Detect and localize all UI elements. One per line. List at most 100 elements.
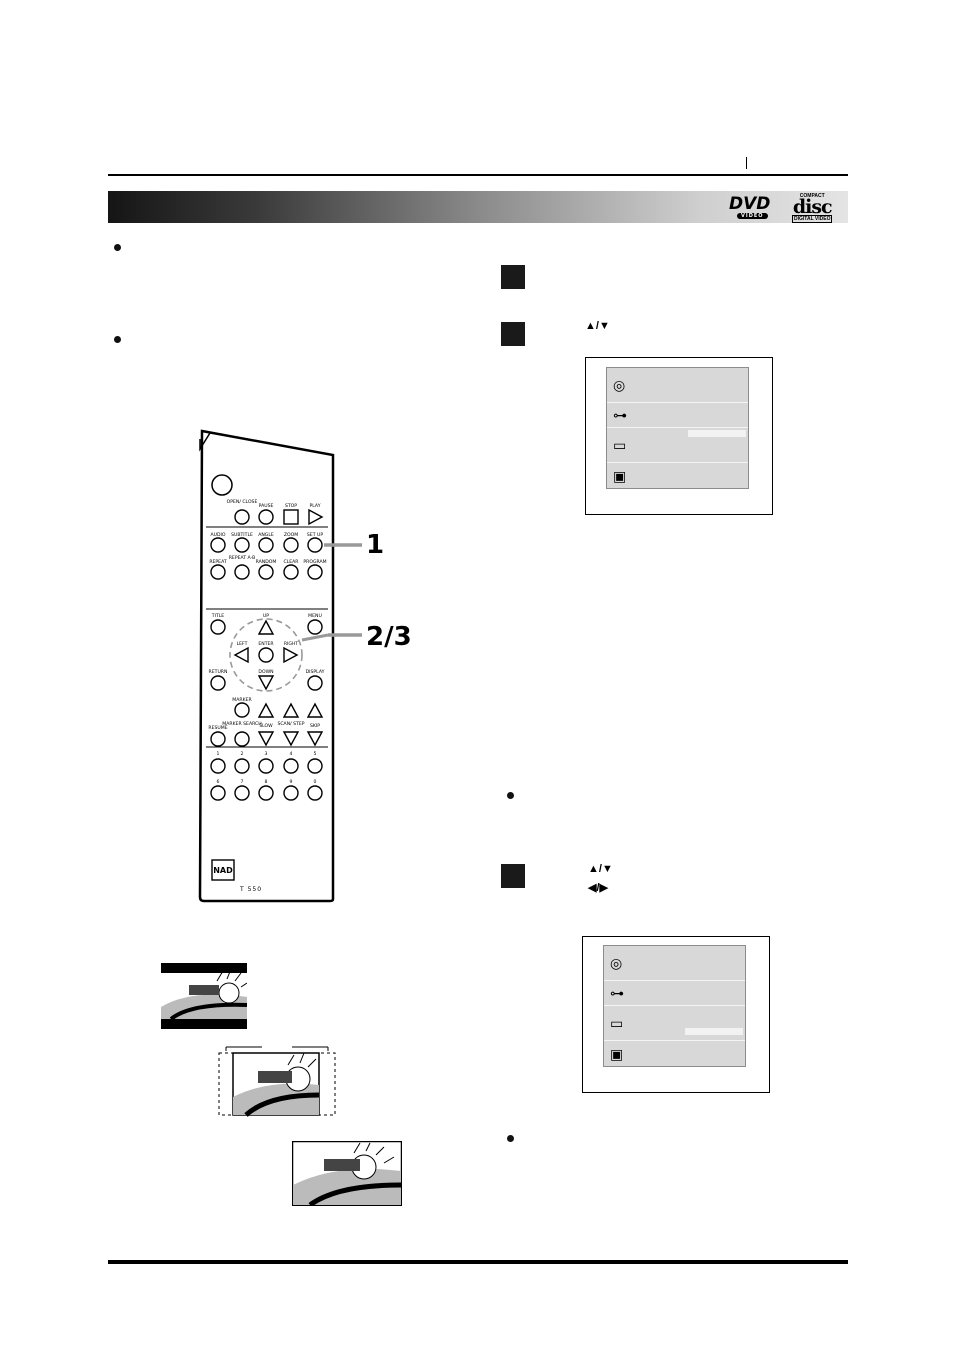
right-arrow-button[interactable] bbox=[283, 646, 299, 664]
play-button[interactable] bbox=[308, 508, 324, 526]
bullet-point bbox=[114, 336, 121, 343]
subtitle-button[interactable] bbox=[234, 537, 250, 553]
skip-down-button[interactable] bbox=[306, 731, 324, 747]
number-label: 1 bbox=[217, 751, 220, 757]
number-key-4[interactable] bbox=[283, 758, 299, 774]
scan-step-up-button[interactable] bbox=[282, 702, 300, 718]
number-key-3[interactable] bbox=[258, 758, 274, 774]
marker-button[interactable] bbox=[234, 702, 250, 718]
number-key-5[interactable] bbox=[307, 758, 323, 774]
open-close-button[interactable] bbox=[234, 509, 250, 525]
menu-row-disc[interactable]: ◎ bbox=[607, 368, 748, 403]
pan-scan-illustration bbox=[218, 1046, 336, 1117]
menu-button[interactable] bbox=[307, 619, 323, 635]
power-button[interactable] bbox=[211, 474, 233, 496]
display-button[interactable] bbox=[307, 675, 323, 691]
disc-icon: ◎ bbox=[610, 955, 623, 971]
remote-label: PLAY bbox=[309, 503, 320, 509]
number-key-0[interactable] bbox=[307, 785, 323, 801]
number-key-2[interactable] bbox=[234, 758, 250, 774]
highlight-bar bbox=[685, 1028, 743, 1035]
speaker-icon: ▣ bbox=[610, 1045, 624, 1062]
tv-icon: ▭ bbox=[610, 1015, 624, 1031]
remote-label: MARKER bbox=[232, 697, 252, 703]
stop-button[interactable] bbox=[283, 509, 299, 525]
remote-control-illustration: OPEN/ CLOSE PAUSE STOP PLAY AUDIO SUBTIT… bbox=[198, 429, 362, 903]
remote-label: MENU bbox=[308, 613, 322, 619]
title-button[interactable] bbox=[210, 619, 226, 635]
scan-step-down-button[interactable] bbox=[282, 731, 300, 747]
remote-label: REPEAT bbox=[209, 559, 227, 565]
skip-up-button[interactable] bbox=[306, 702, 324, 718]
up-arrow-button[interactable] bbox=[257, 619, 275, 635]
number-key-8[interactable] bbox=[258, 785, 274, 801]
up-down-arrows: ▲/▼ bbox=[588, 863, 613, 875]
wide-screen-illustration bbox=[292, 1141, 402, 1206]
remote-label: MARKER SEARCH bbox=[222, 721, 261, 727]
down-arrow-button[interactable] bbox=[257, 675, 275, 691]
setup-button[interactable] bbox=[307, 537, 323, 553]
remote-label: RANDOM bbox=[256, 559, 277, 565]
step-3-marker bbox=[501, 864, 525, 888]
clear-button[interactable] bbox=[283, 564, 299, 580]
menu-row-audio[interactable]: ▣ bbox=[607, 463, 748, 488]
remote-label: SUBTITLE bbox=[231, 532, 253, 538]
left-right-arrows: ◀/▶ bbox=[588, 882, 608, 894]
remote-label: PAUSE bbox=[259, 503, 274, 509]
remote-label: LEFT bbox=[237, 641, 248, 647]
remote-label: SET UP bbox=[307, 532, 323, 538]
resume-button[interactable] bbox=[210, 731, 226, 747]
return-button[interactable] bbox=[210, 675, 226, 691]
number-label: 7 bbox=[241, 779, 244, 785]
remote-label: CLEAR bbox=[283, 559, 299, 565]
callout-line bbox=[301, 633, 329, 642]
remote-label: RESUME bbox=[208, 725, 227, 731]
footer-rule bbox=[108, 1260, 848, 1264]
slow-down-button[interactable] bbox=[257, 731, 275, 747]
program-button[interactable] bbox=[307, 564, 323, 580]
menu-row-disc[interactable]: ◎ bbox=[604, 946, 745, 981]
key-icon: ⊶ bbox=[610, 985, 624, 1001]
marker-search-button[interactable] bbox=[234, 731, 250, 747]
remote-label: DISPLAY bbox=[306, 669, 325, 675]
angle-button[interactable] bbox=[258, 537, 274, 553]
pause-button[interactable] bbox=[258, 509, 274, 525]
menu-row-lock[interactable]: ⊶ bbox=[604, 981, 745, 1006]
audio-button[interactable] bbox=[210, 537, 226, 553]
number-key-7[interactable] bbox=[234, 785, 250, 801]
remote-label: ENTER bbox=[258, 641, 274, 647]
bullet-point bbox=[114, 244, 121, 251]
section-banner bbox=[108, 191, 848, 223]
bullet-point bbox=[507, 792, 514, 799]
enter-button[interactable] bbox=[258, 647, 274, 663]
setup-menu-panel: ◎ ⊶ ▭ ▣ bbox=[606, 367, 749, 489]
number-label: 8 bbox=[265, 779, 268, 785]
remote-label: RIGHT bbox=[284, 641, 299, 647]
menu-row-tv[interactable]: ▭ bbox=[604, 1006, 745, 1041]
menu-row-lock[interactable]: ⊶ bbox=[607, 403, 748, 428]
slow-up-button[interactable] bbox=[257, 702, 275, 718]
navigation-ring bbox=[229, 618, 303, 692]
number-label: 3 bbox=[265, 751, 268, 757]
number-label: 5 bbox=[314, 751, 317, 757]
repeat-button[interactable] bbox=[210, 564, 226, 580]
tv-icon: ▭ bbox=[613, 437, 627, 453]
number-key-9[interactable] bbox=[283, 785, 299, 801]
up-down-arrows: ▲/▼ bbox=[585, 320, 610, 332]
disc-icon: ◎ bbox=[613, 377, 626, 393]
zoom-button[interactable] bbox=[283, 537, 299, 553]
left-arrow-button[interactable] bbox=[233, 646, 249, 664]
step-2-marker bbox=[501, 322, 525, 346]
random-button[interactable] bbox=[258, 564, 274, 580]
header-rule bbox=[108, 174, 848, 176]
nad-logo: NAD bbox=[213, 866, 233, 875]
number-key-1[interactable] bbox=[210, 758, 226, 774]
number-key-6[interactable] bbox=[210, 785, 226, 801]
key-icon: ⊶ bbox=[613, 407, 627, 423]
menu-row-tv[interactable]: ▭ bbox=[607, 428, 748, 463]
remote-label: REPEAT A-B bbox=[229, 555, 256, 561]
repeat-ab-button[interactable] bbox=[234, 564, 250, 580]
menu-row-audio[interactable]: ▣ bbox=[604, 1041, 745, 1066]
setup-menu-screen: ◎ ⊶ ▭ ▣ bbox=[582, 936, 770, 1093]
remote-label: UP bbox=[263, 613, 269, 619]
